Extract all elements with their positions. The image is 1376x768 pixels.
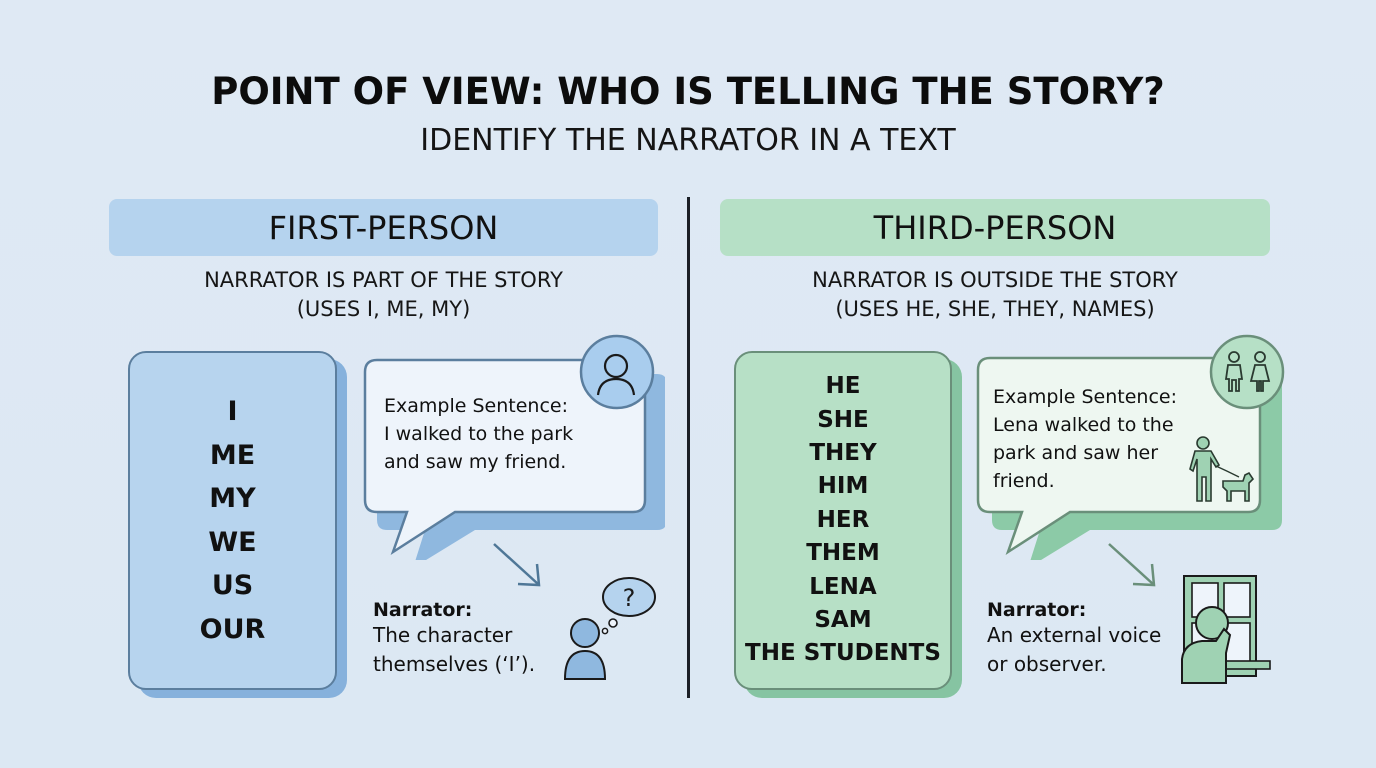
narrator-line: themselves (‘I’). bbox=[373, 652, 536, 676]
third-person-description-line1: NARRATOR IS OUTSIDE THE STORY bbox=[812, 268, 1178, 292]
third-person-example-text: Example Sentence: Lena walked to the par… bbox=[993, 383, 1177, 495]
pronoun: HE bbox=[825, 373, 861, 400]
pronoun: US bbox=[211, 570, 254, 601]
pronoun: THE STUDENTS bbox=[745, 640, 941, 667]
pronoun: MY bbox=[209, 483, 256, 514]
first-person-pronoun-card: I ME MY WE US OUR bbox=[128, 351, 337, 690]
example-line: I walked to the park bbox=[384, 423, 574, 445]
pronoun: THEY bbox=[809, 439, 877, 466]
column-divider bbox=[687, 197, 690, 698]
first-person-description-line2: (USES I, ME, MY) bbox=[296, 297, 471, 321]
person-walking-dog-icon bbox=[1189, 436, 1255, 502]
question-mark: ? bbox=[623, 584, 636, 612]
pronoun: THEM bbox=[806, 540, 880, 567]
arrow-down-right-icon bbox=[1108, 543, 1156, 587]
narrator-label: Narrator: bbox=[373, 599, 473, 621]
example-label: Example Sentence: bbox=[384, 395, 568, 417]
first-person-description: NARRATOR IS PART OF THE STORY (USES I, M… bbox=[109, 266, 658, 324]
example-line: and saw my friend. bbox=[384, 451, 567, 473]
pronoun: HIM bbox=[817, 473, 869, 500]
third-person-description: NARRATOR IS OUTSIDE THE STORY (USES HE, … bbox=[720, 266, 1270, 324]
third-person-description-line2: (USES HE, SHE, THEY, NAMES) bbox=[835, 297, 1155, 321]
man-and-woman-icon bbox=[1209, 334, 1285, 410]
third-person-narrator: Narrator: An external voice or observer. bbox=[987, 599, 1161, 679]
first-person-heading: FIRST-PERSON bbox=[109, 199, 658, 256]
pronoun: OUR bbox=[199, 613, 266, 645]
narrator-line: The character bbox=[373, 623, 513, 647]
pronoun: ME bbox=[209, 439, 256, 471]
first-person-description-line1: NARRATOR IS PART OF THE STORY bbox=[204, 268, 563, 292]
first-person-narrator: Narrator: The character themselves (‘I’)… bbox=[373, 599, 535, 679]
narrator-label: Narrator: bbox=[987, 599, 1087, 621]
arrow-down-right-icon bbox=[493, 543, 541, 587]
narrator-line: An external voice bbox=[987, 623, 1162, 647]
pronoun: I bbox=[227, 396, 238, 427]
first-person-example-text: Example Sentence: I walked to the park a… bbox=[384, 392, 573, 476]
example-line: park and saw her bbox=[993, 442, 1159, 464]
thinking-person-icon: ? bbox=[563, 577, 656, 680]
narrator-line: or observer. bbox=[987, 652, 1107, 676]
third-person-pronoun-card: HE SHE THEY HIM HER THEM LENA SAM THE ST… bbox=[734, 351, 952, 690]
first-person-speech-bubble bbox=[363, 358, 665, 560]
page-subtitle: IDENTIFY THE NARRATOR IN A TEXT bbox=[420, 123, 956, 158]
pronoun: WE bbox=[208, 526, 257, 558]
example-label: Example Sentence: bbox=[993, 386, 1177, 408]
pronoun: HER bbox=[816, 506, 870, 533]
pronoun: LENA bbox=[809, 573, 877, 600]
pronoun: SHE bbox=[817, 406, 869, 433]
example-line: Lena walked to the bbox=[993, 414, 1174, 436]
person-at-window-icon bbox=[1181, 575, 1271, 684]
page-title: POINT OF VIEW: WHO IS TELLING THE STORY? bbox=[211, 70, 1165, 113]
person-icon bbox=[579, 334, 655, 410]
pronoun: SAM bbox=[814, 607, 872, 634]
example-line: friend. bbox=[993, 470, 1055, 492]
third-person-heading: THIRD-PERSON bbox=[720, 199, 1270, 256]
